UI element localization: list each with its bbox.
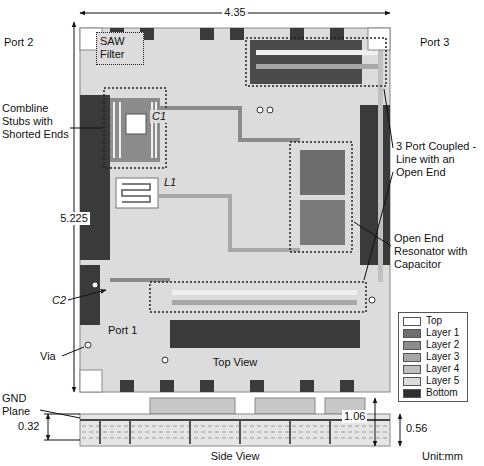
label: Open End Resonator with Capacitor [394,232,478,271]
legend-text: Layer 1 [426,327,459,339]
label: 4.35 [222,6,247,19]
leader-lines [62,89,393,356]
label: 5.225 [58,212,90,225]
legend-swatch [403,365,421,374]
legend-row: Top [403,315,463,327]
legend-swatch [403,389,421,398]
legend-row: Layer 1 [403,327,463,339]
legend-text: Top [426,315,442,327]
label: 1.06 [342,410,367,423]
label: Top View [211,356,259,369]
label: Combline Stubs with Shorted Ends [2,102,70,141]
legend-row: Layer 2 [403,339,463,351]
label: Port 2 [4,36,33,49]
top-view-board [80,28,390,392]
label: Port 3 [420,36,449,49]
label: 0.56 [406,422,427,435]
label: L1 [162,176,178,189]
label: GND Plane [2,392,42,418]
legend-swatch [403,317,421,326]
legend-swatch [403,329,421,338]
label: Port 1 [106,324,139,337]
label: C1 [150,110,168,123]
legend-swatch [403,377,421,386]
legend-text: Layer 5 [426,375,459,387]
legend-swatch [403,353,421,362]
label: Unit:mm [422,450,463,463]
height-dimension [74,22,75,392]
saw-filter-region: SAW Filter [96,32,144,65]
region-label: SAW Filter [100,35,138,61]
legend-text: Bottom [426,387,458,399]
legend-row: Bottom [403,387,463,399]
legend-swatch [403,341,421,350]
legend-box: TopLayer 1Layer 2Layer 3Layer 4Layer 5Bo… [398,312,468,402]
label: 3 Port Coupled -Line with an Open End [396,140,480,179]
legend-text: Layer 2 [426,339,459,351]
label: 0.32 [18,420,39,433]
legend-row: Layer 4 [403,363,463,375]
legend-row: Layer 3 [403,351,463,363]
label: C2 [52,294,66,307]
legend-text: Layer 3 [426,351,459,363]
label: Side View [211,450,260,463]
legend-row: Layer 5 [403,375,463,387]
legend-text: Layer 4 [426,363,459,375]
side-view [40,398,400,446]
label: Via [40,350,56,363]
